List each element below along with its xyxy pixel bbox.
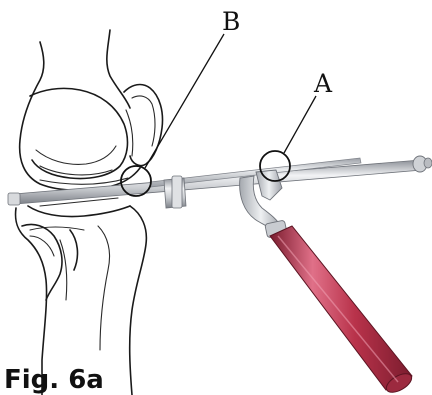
femur-outline xyxy=(20,30,140,190)
fibula-outline xyxy=(22,224,77,300)
instrument-handle xyxy=(270,226,415,395)
figure-label: Fig. 6a xyxy=(4,365,104,395)
callout-a-leader xyxy=(284,96,316,153)
callout-a-label: A xyxy=(313,69,333,98)
patella-outline xyxy=(124,85,163,166)
callout-b-leader xyxy=(145,34,224,168)
callout-b: B xyxy=(121,7,240,196)
callout-b-label: B xyxy=(222,7,240,36)
